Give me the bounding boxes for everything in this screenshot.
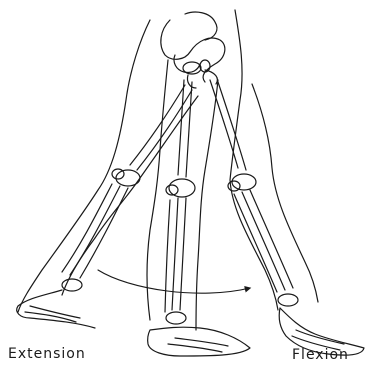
- tibia-fibula-stance: [165, 198, 186, 324]
- foot-extension: [17, 290, 95, 328]
- flexion-label: Flexion: [292, 347, 349, 363]
- foot-stance: [148, 327, 250, 356]
- femur-stance: [166, 80, 195, 197]
- extension-label: Extension: [8, 346, 86, 362]
- leg-outline-extension: [18, 20, 198, 312]
- tibia-fibula-flexion: [234, 190, 298, 306]
- pelvis: [161, 12, 225, 88]
- femur-flexion: [210, 80, 256, 191]
